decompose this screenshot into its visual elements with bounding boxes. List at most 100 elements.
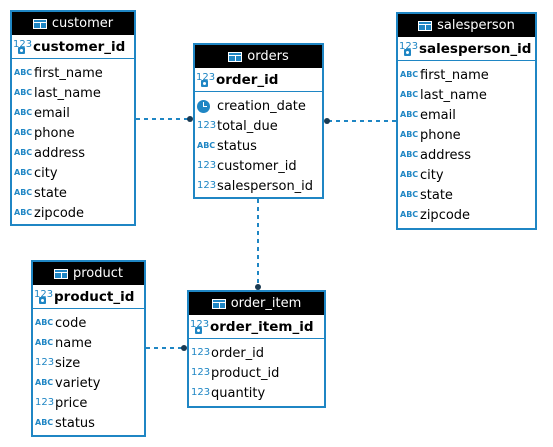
primary-key-row[interactable]: 123 order_id: [195, 68, 322, 92]
relationship-endpoint: [181, 345, 187, 351]
table-icon: [418, 20, 433, 31]
table-header[interactable]: customer: [12, 12, 134, 35]
column-name: order_id: [211, 345, 265, 361]
column-name: total_due: [217, 118, 278, 134]
table-icon: [32, 18, 47, 29]
numeric-type-icon: 123: [35, 397, 55, 408]
table-header[interactable]: orders: [195, 45, 322, 68]
column-name: email: [420, 107, 456, 123]
text-type-icon: ABC: [400, 150, 419, 159]
numeric-type-icon: 123: [197, 160, 217, 171]
text-type-icon: ABC: [35, 418, 54, 427]
primary-key-icon: 123: [34, 289, 53, 305]
relationship-endpoint: [324, 118, 330, 124]
table-header[interactable]: product: [33, 262, 144, 285]
primary-key-icon: 123: [13, 39, 32, 55]
table-title: customer: [51, 16, 114, 31]
primary-key-row[interactable]: 123 product_id: [33, 285, 144, 309]
column-name: address: [420, 147, 472, 163]
primary-key-row[interactable]: 123 salesperson_id: [398, 37, 535, 61]
primary-key-row[interactable]: 123 order_item_id: [189, 315, 324, 339]
text-type-icon: ABC: [14, 68, 33, 77]
primary-key-icon: 123: [399, 41, 418, 57]
primary-key-name: order_item_id: [210, 318, 314, 335]
column-name: variety: [55, 375, 101, 391]
text-type-icon: ABC: [14, 108, 33, 117]
column-name: last_name: [34, 85, 101, 101]
table-title: product: [72, 266, 123, 281]
primary-key-name: customer_id: [33, 38, 126, 55]
relationship-endpoint: [187, 116, 193, 122]
numeric-type-icon: 123: [191, 347, 211, 358]
text-type-icon: ABC: [35, 318, 54, 327]
table-header[interactable]: order_item: [189, 292, 324, 315]
column-name: code: [55, 315, 87, 331]
primary-key-icon: 123: [190, 319, 209, 335]
table-icon: [228, 51, 243, 62]
column-name: salesperson_id: [217, 178, 314, 194]
primary-key-row[interactable]: 123 customer_id: [12, 35, 134, 59]
table-icon: [211, 298, 226, 309]
column-name: email: [34, 105, 70, 121]
table-icon: [53, 268, 68, 279]
column-name: zipcode: [420, 207, 471, 223]
text-type-icon: ABC: [14, 188, 33, 197]
column-name: last_name: [420, 87, 487, 103]
relationship-endpoint: [255, 284, 261, 290]
table-header[interactable]: salesperson: [398, 14, 535, 37]
column-name: state: [34, 185, 67, 201]
text-type-icon: ABC: [400, 130, 419, 139]
column-name: phone: [420, 127, 461, 143]
column-name: state: [420, 187, 453, 203]
column-name: status: [217, 138, 257, 154]
column-name: status: [55, 415, 95, 431]
text-type-icon: ABC: [35, 338, 54, 347]
numeric-type-icon: 123: [191, 367, 211, 378]
table-title: order_item: [230, 296, 302, 311]
column-row[interactable]: creation_date: [195, 96, 322, 116]
text-type-icon: ABC: [400, 190, 419, 199]
numeric-type-icon: 123: [35, 357, 55, 368]
column-name: size: [55, 355, 81, 371]
column-name: first_name: [420, 67, 489, 83]
numeric-type-icon: 123: [197, 120, 217, 131]
